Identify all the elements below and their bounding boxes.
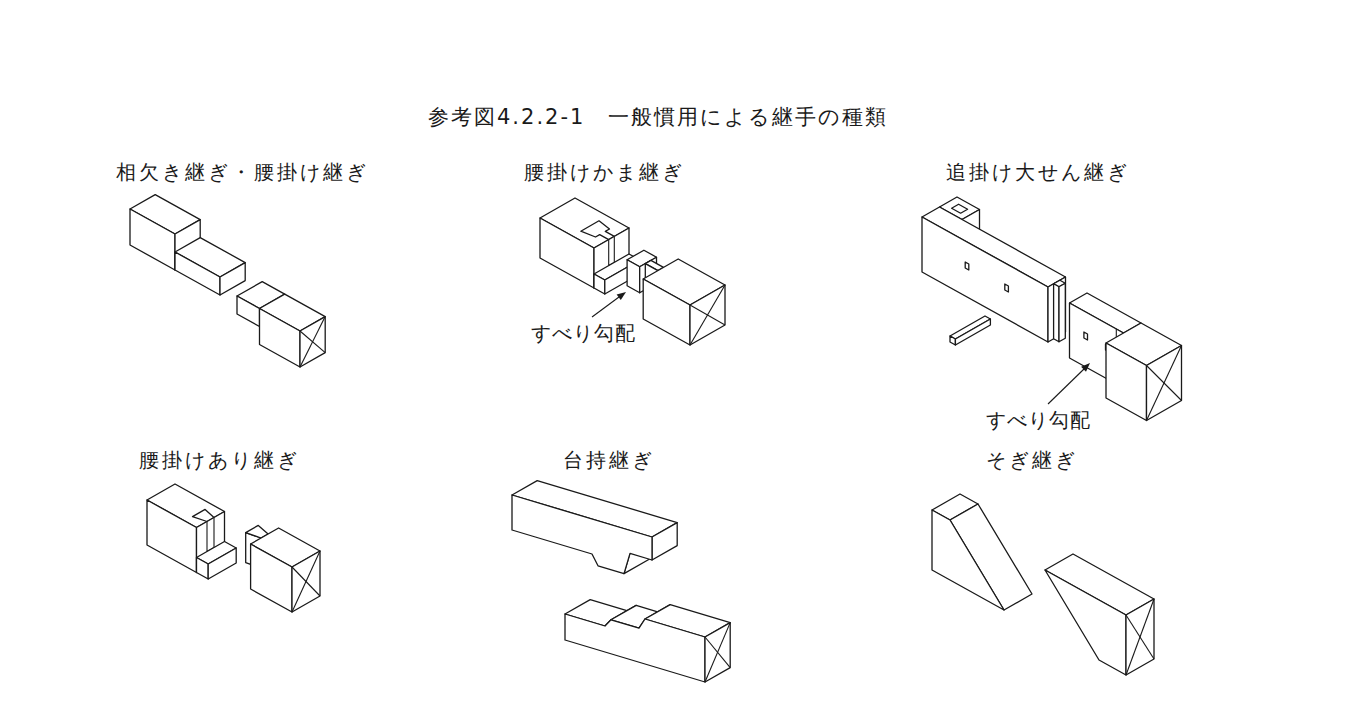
lap-joint [300,331,325,353]
okkake-joint [1147,346,1182,421]
kama-joint [627,260,640,293]
scarf-joint [932,510,1004,610]
okkake-joint [1059,283,1065,342]
scarf-joint [1045,570,1126,675]
okkake-joint [1147,346,1182,421]
lap-joint [260,309,301,368]
daimochi-joint [705,623,730,682]
joint-name: 相欠き継ぎ・腰掛け継ぎ [115,160,370,185]
dovetail-joint [292,567,320,596]
callout-label: すべり勾配 [530,321,637,346]
kama-joint [594,274,605,294]
dovetail-joint [208,548,236,579]
dovetail-joint [147,484,320,612]
okkake-joint [1054,284,1059,342]
okkake-joint [1048,277,1066,342]
dovetail-joint [147,500,197,573]
okkake-joint [1147,346,1182,421]
daimochi-joint [652,523,677,560]
okkake-joint [955,319,990,345]
dovetail-joint [197,558,209,580]
dovetail-joint [207,518,214,552]
leader-arrow [592,297,619,317]
kama-joint [690,285,725,345]
leader-arrow [617,292,626,300]
kama-joint [690,285,725,345]
joint-name: 追掛け大せん継ぎ [945,160,1131,185]
okkake-joint [1005,284,1009,292]
okkake-joint [1084,332,1088,340]
daimochi-joint [705,623,730,682]
okkake-joint [1059,283,1065,342]
kama-joint [643,279,690,345]
scarf-joint [1126,599,1154,675]
lap-joint [300,317,325,367]
okkake-joint [965,262,969,270]
kama-joint [690,285,725,345]
okkake-joint [950,336,955,345]
kama-joint [643,279,690,345]
lap-joint [300,317,325,367]
okkake-joint [922,197,1182,421]
joint-name: 台持継ぎ [562,448,656,473]
callout-label: すべり勾配 [985,408,1092,433]
okkake-joint [1106,343,1147,421]
kama-joint [540,218,594,288]
dovetail-joint [292,551,320,612]
okkake-joint [955,319,990,345]
okkake-joint [952,204,968,213]
dovetail-joint [208,548,236,579]
okkake-joint [1106,343,1147,421]
lap-joint [130,195,325,367]
kama-joint [609,236,615,265]
kama-joint [594,274,605,294]
daimochi-joint [512,495,652,582]
kama-joint [605,260,640,294]
okkake-joint [950,336,955,345]
dovetail-joint [147,500,197,573]
lap-joint [130,209,175,270]
okkake-joint [1048,277,1066,342]
daimochi-joint [705,623,730,682]
joint-name: 腰掛けかま継ぎ [523,160,686,185]
daimochi-joint [512,495,652,582]
okkake-joint [1054,284,1059,342]
kama-joint [540,218,594,288]
scarf-joint [1126,599,1154,675]
scarf-joint [932,494,1154,675]
dovetail-joint [251,544,292,612]
lap-joint [237,296,260,327]
daimochi-joint [565,595,705,682]
scarf-joint [1126,615,1154,659]
daimochi-joint [565,595,705,682]
daimochi-joint [652,523,677,560]
kama-joint [605,260,640,294]
daimochi-joint [705,623,730,682]
leader-arrow [592,292,626,317]
joint-name: そぎ継ぎ [985,448,1079,473]
daimochi-joint [512,481,730,682]
figure-title: 参考図4.2.2-1 一般慣用による継手の種類 [427,104,889,130]
leader-arrow [1048,369,1084,404]
lap-joint [175,252,220,295]
leader-arrow [1081,363,1090,372]
dovetail-joint [292,551,320,612]
leader-arrow [1048,363,1090,404]
kama-joint [627,260,640,293]
kama-joint [690,285,725,345]
lap-joint [220,263,245,295]
dovetail-joint [197,558,209,580]
okkake-joint [1147,346,1182,421]
joint-name: 腰掛けあり継ぎ [138,448,301,473]
